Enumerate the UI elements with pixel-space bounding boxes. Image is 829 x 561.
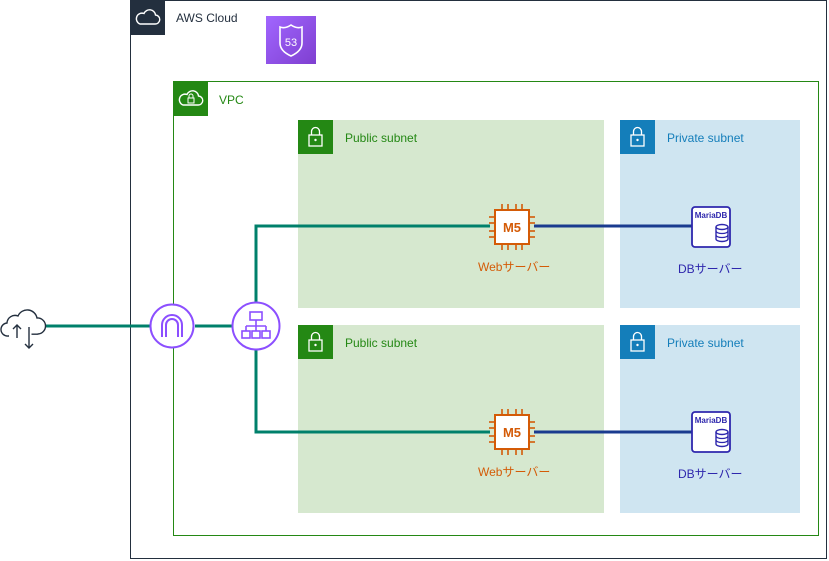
public-subnet-1-label: Public subnet <box>345 131 418 145</box>
aws-cloud-icon <box>130 0 165 35</box>
db-server-2-label: DBサーバー <box>678 467 743 481</box>
ec2-m5-instance-icon[interactable]: M5 <box>488 203 536 251</box>
route53-text: 53 <box>285 37 297 49</box>
lock-icon <box>298 325 333 359</box>
mariadb-badge: MariaDB <box>695 211 728 220</box>
mariadb-instance-icon[interactable]: MariaDB <box>690 205 732 249</box>
internet-cloud-icon <box>0 300 48 352</box>
public-subnet-1 <box>298 120 604 308</box>
lock-icon <box>298 120 333 154</box>
elb-to-web2-line <box>254 349 490 434</box>
web-server-1-label: Webサーバー <box>478 260 551 274</box>
mariadb-instance-icon[interactable]: MariaDB <box>690 410 732 454</box>
private-subnet-1-label: Private subnet <box>667 131 744 145</box>
public-subnet-2 <box>298 325 604 513</box>
mariadb-badge: MariaDB <box>695 416 728 425</box>
load-balancer-icon[interactable] <box>231 301 281 351</box>
aws-cloud-group <box>130 0 827 559</box>
public-subnet-2-label: Public subnet <box>345 336 418 350</box>
internet-gateway-icon[interactable] <box>149 303 195 349</box>
ec2-chip-text: M5 <box>503 425 521 440</box>
vpc-cloud-lock-icon <box>173 81 208 116</box>
web-server-2-label: Webサーバー <box>478 465 551 479</box>
vpc-label: VPC <box>219 93 244 107</box>
aws-cloud-label: AWS Cloud <box>176 11 238 25</box>
ec2-m5-instance-icon[interactable]: M5 <box>488 408 536 456</box>
lock-icon <box>620 325 655 359</box>
route53-icon: 53 <box>266 16 316 64</box>
db-server-1-label: DBサーバー <box>678 262 743 276</box>
private-subnet-2-label: Private subnet <box>667 336 744 350</box>
elb-to-web1-line <box>254 224 490 303</box>
lock-icon <box>620 120 655 154</box>
ec2-chip-text: M5 <box>503 220 521 235</box>
